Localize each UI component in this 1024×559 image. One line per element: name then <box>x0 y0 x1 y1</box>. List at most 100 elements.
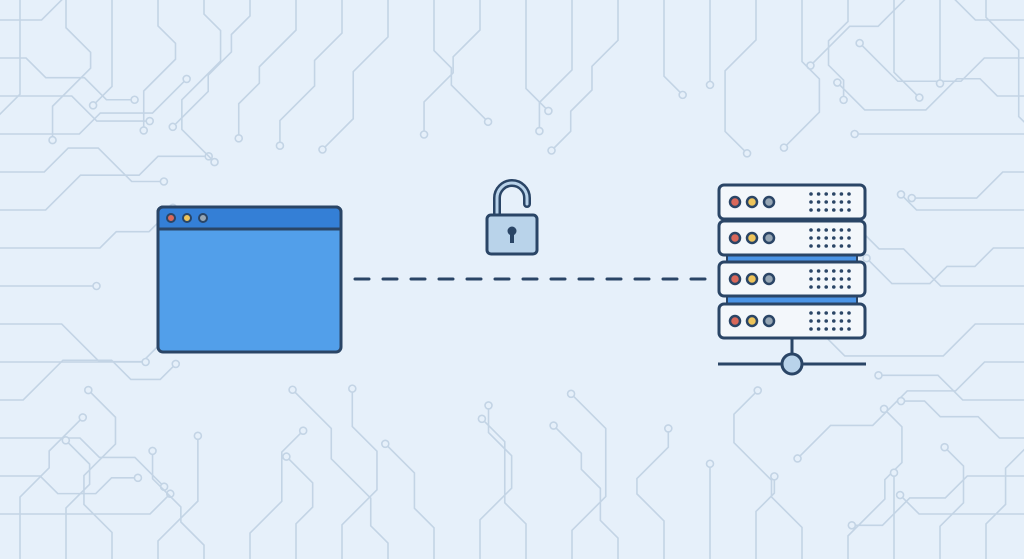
vent-hole <box>847 269 851 273</box>
circuit-node <box>896 396 906 406</box>
circuit-node <box>940 442 949 452</box>
vent-hole <box>832 244 836 248</box>
vent-hole <box>832 236 836 240</box>
vent-hole <box>839 269 844 273</box>
circuit-node <box>182 74 191 84</box>
circuit-trace <box>479 405 513 559</box>
vent-hole <box>824 200 828 204</box>
circuit-trace <box>836 77 1024 111</box>
vent-hole <box>809 200 813 204</box>
circuit-node <box>78 413 88 422</box>
circuit-trace <box>538 0 573 132</box>
vent-hole <box>809 327 813 331</box>
circuit-trace <box>481 418 527 559</box>
circuit-trace <box>851 475 1024 527</box>
circuit-node <box>705 459 715 469</box>
vent-hole <box>832 192 836 196</box>
vent-hole <box>839 244 844 248</box>
circuit-trace <box>0 57 135 101</box>
vent-hole <box>832 277 836 281</box>
circuit-node <box>477 414 487 424</box>
circuit-trace <box>0 78 188 135</box>
vent-hole <box>839 327 844 331</box>
vent-hole <box>832 319 836 323</box>
circuit-node <box>159 177 169 186</box>
circuit-trace <box>796 361 1024 460</box>
vent-hole <box>824 236 828 240</box>
circuit-node <box>141 357 150 367</box>
vent-hole <box>847 236 851 240</box>
server-unit <box>717 219 867 257</box>
circuit-node <box>380 439 390 449</box>
vent-hole <box>847 319 851 323</box>
circuit-trace <box>433 0 489 123</box>
vent-hole <box>824 319 828 323</box>
circuit-node <box>288 385 297 395</box>
vent-hole <box>809 244 813 248</box>
circuit-trace <box>636 428 670 559</box>
circuit-trace <box>279 0 343 146</box>
vent-hole <box>847 277 851 281</box>
vent-hole <box>809 228 813 232</box>
vent-hole <box>824 192 828 196</box>
vent-hole <box>809 285 813 289</box>
circuit-node <box>847 520 857 530</box>
circuit-trace <box>0 323 181 363</box>
circuit-node <box>168 122 178 132</box>
circuit-trace <box>249 430 304 559</box>
circuit-node <box>171 359 181 369</box>
vent-hole <box>847 311 851 315</box>
vent-hole <box>832 327 836 331</box>
circuit-trace <box>755 476 776 559</box>
circuit-trace <box>847 408 903 559</box>
circuit-trace <box>878 374 1024 401</box>
circuit-trace <box>92 0 113 106</box>
unlocked-padlock-icon <box>485 179 539 256</box>
vent-hole <box>816 200 821 204</box>
vent-hole <box>824 277 828 281</box>
window-minimize-dot <box>182 213 192 223</box>
circuit-trace <box>733 389 803 559</box>
vent-hole <box>816 277 821 281</box>
vent-hole <box>839 285 844 289</box>
circuit-node <box>145 116 155 126</box>
circuit-trace <box>0 147 164 183</box>
circuit-node <box>907 193 917 203</box>
circuit-trace <box>51 0 92 141</box>
circuit-node <box>419 130 429 139</box>
circuit-node <box>793 454 802 463</box>
vent-hole <box>839 228 844 232</box>
circuit-trace <box>172 0 251 128</box>
circuit-node <box>549 421 558 430</box>
circuit-trace <box>900 193 1024 211</box>
circuit-trace <box>811 322 1024 357</box>
vent-hole <box>824 228 828 232</box>
circuit-node <box>850 129 859 139</box>
vent-hole <box>824 244 828 248</box>
circuit-trace <box>321 0 389 151</box>
vent-hole <box>816 319 821 323</box>
circuit-trace <box>157 435 199 559</box>
vent-hole <box>816 285 821 289</box>
status-light <box>728 195 742 209</box>
vent-hole <box>824 285 828 289</box>
vent-hole <box>839 200 844 204</box>
circuit-trace <box>985 448 1024 559</box>
circuit-trace <box>663 0 684 96</box>
circuit-node <box>874 370 883 380</box>
window-close-dot <box>166 213 176 223</box>
circuit-node <box>88 101 98 110</box>
circuit-trace <box>384 443 435 559</box>
vent-hole <box>809 269 813 273</box>
circuit-node <box>130 95 139 105</box>
circuit-node <box>833 78 842 87</box>
vent-hole <box>809 236 813 240</box>
circuit-node <box>862 253 871 263</box>
circuit-node <box>535 126 544 136</box>
circuit-node <box>483 117 493 127</box>
vent-hole <box>839 277 844 281</box>
circuit-node <box>915 93 924 102</box>
circuit-node <box>484 401 493 410</box>
